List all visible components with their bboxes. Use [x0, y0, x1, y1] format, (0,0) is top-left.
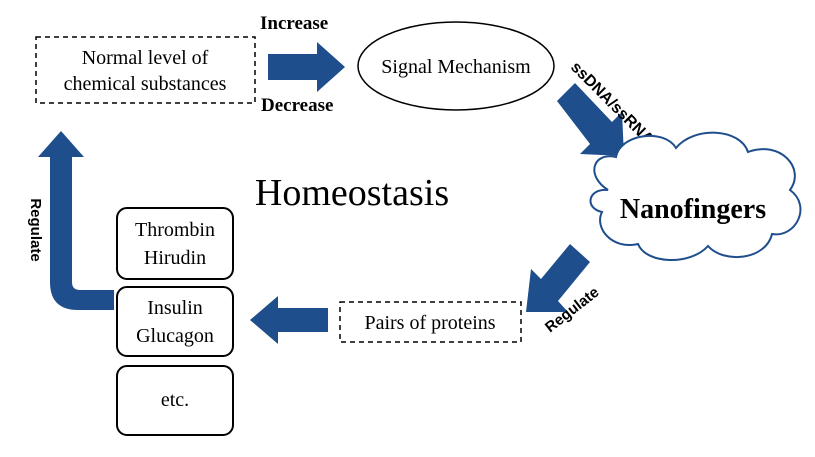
normal-level-text-2: chemical substances: [64, 73, 227, 95]
arrow-to-signal: [268, 42, 345, 92]
hirudin-text: Hirudin: [144, 247, 206, 269]
signal-mechanism-text: Signal Mechanism: [381, 56, 531, 78]
normal-level-text-1: Normal level of: [82, 47, 209, 69]
arrow-to-nanofingers: [557, 83, 624, 156]
nanofingers-cloud: [589, 131, 802, 261]
signal-mechanism-ellipse: [357, 21, 555, 111]
etc-box: [116, 365, 234, 436]
arrow-to-proteins: [526, 244, 590, 312]
pairs-of-proteins-box: [339, 301, 522, 343]
etc-text: etc.: [161, 389, 189, 411]
regulate-left-label: Regulate: [27, 198, 44, 261]
glucagon-text: Glucagon: [136, 325, 214, 347]
diagram-title: Homeostasis: [255, 172, 449, 214]
arrow-to-protein-list: [250, 296, 328, 344]
thrombin-text: Thrombin: [135, 219, 215, 241]
arrow-regulate-up: [38, 131, 114, 310]
thrombin-hirudin-box: [116, 207, 234, 280]
insulin-text: Insulin: [147, 297, 203, 319]
normal-level-box: [35, 36, 256, 104]
insulin-glucagon-box: [116, 286, 234, 357]
decrease-label: Decrease: [261, 95, 333, 116]
nanofingers-text: Nanofingers: [620, 194, 766, 225]
pairs-of-proteins-text: Pairs of proteins: [364, 312, 495, 334]
increase-label: Increase: [260, 13, 328, 34]
